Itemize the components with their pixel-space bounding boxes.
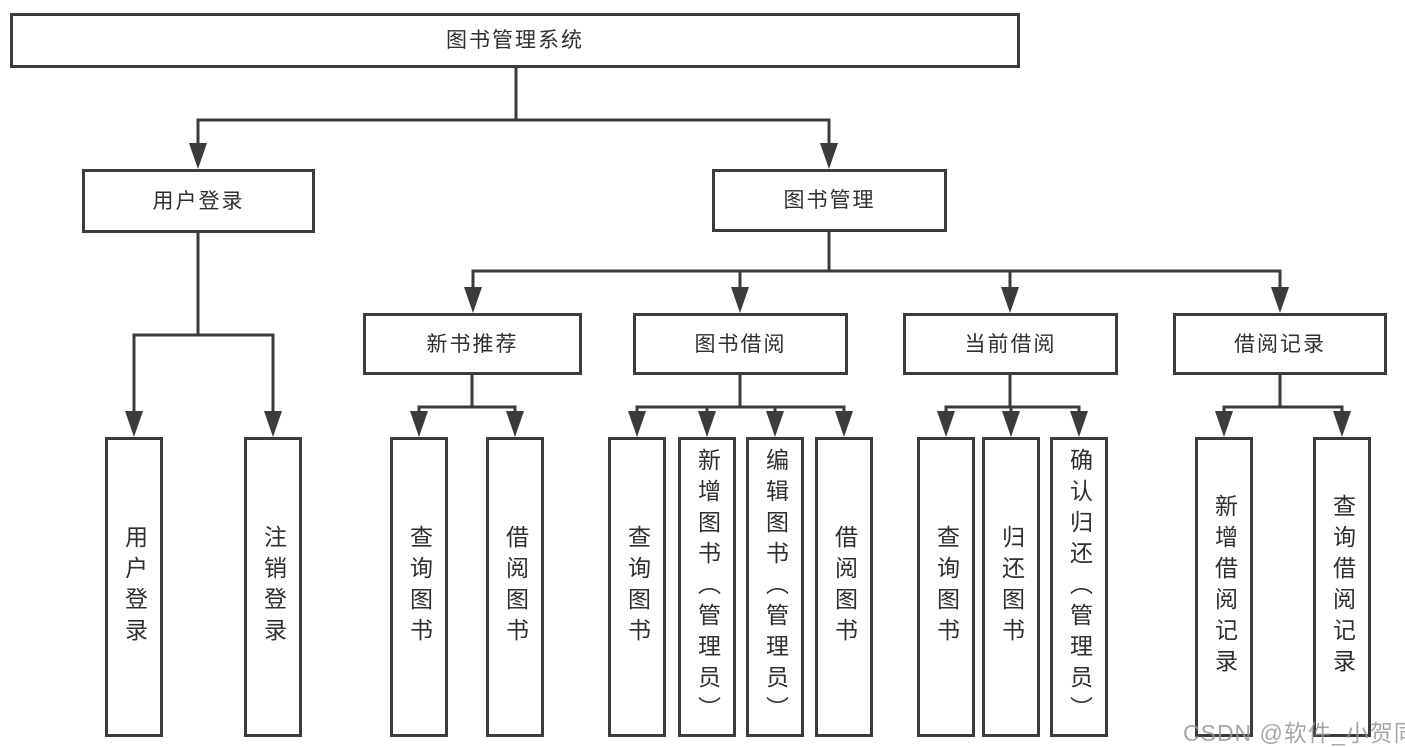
leaf-borrow-books-recommend: 借阅图书 — [486, 437, 544, 737]
leaf-query-books-current: 查询图书 — [917, 437, 975, 737]
leaf-label: 查询图书 — [406, 525, 433, 649]
node-label: 新书推荐 — [426, 332, 519, 356]
arrow-down-icon — [189, 143, 207, 169]
arrow-down-icon — [464, 287, 482, 313]
arrow-down-icon — [125, 411, 143, 437]
arrow-down-icon — [820, 143, 838, 169]
leaf-borrow-books-borrowing: 借阅图书 — [815, 437, 873, 737]
arrow-down-icon — [264, 411, 282, 437]
arrow-down-icon — [937, 411, 955, 437]
node-current-borrowing: 当前借阅 — [903, 313, 1118, 375]
arrow-down-icon — [766, 411, 784, 437]
arrow-down-icon — [628, 411, 646, 437]
leaf-label: 查询借阅记录 — [1329, 494, 1356, 680]
leaf-add-book-admin: 新增图书（管理员） — [678, 437, 736, 737]
node-label: 借阅记录 — [1234, 332, 1326, 356]
leaf-edit-book-admin: 编辑图书（管理员） — [746, 437, 804, 737]
node-label: 图书管理 — [783, 189, 876, 212]
leaf-label: 用户登录 — [121, 525, 148, 649]
node-borrowing-records: 借阅记录 — [1173, 313, 1387, 375]
arrow-down-icon — [1271, 287, 1289, 313]
leaf-user-login: 用户登录 — [105, 437, 163, 737]
node-library-management-system: 图书管理系统 — [10, 13, 1020, 68]
arrow-down-icon — [698, 411, 716, 437]
node-book-management: 图书管理 — [712, 169, 947, 232]
leaf-label: 注销登录 — [260, 525, 287, 649]
arrow-down-icon — [410, 411, 428, 437]
leaf-add-borrow-record: 新增借阅记录 — [1195, 437, 1253, 737]
leaf-return-books: 归还图书 — [982, 437, 1040, 737]
node-new-book-recommendation: 新书推荐 — [363, 313, 582, 375]
node-book-borrowing: 图书借阅 — [633, 313, 848, 375]
leaf-label: 借阅图书 — [502, 525, 529, 649]
leaf-query-borrow-record: 查询借阅记录 — [1313, 437, 1371, 737]
node-user-login: 用户登录 — [82, 169, 315, 233]
leaf-label: 确认归还（管理员） — [1066, 447, 1093, 727]
node-label: 图书借阅 — [694, 332, 787, 356]
leaf-label: 归还图书 — [998, 525, 1025, 649]
arrow-down-icon — [1070, 411, 1088, 437]
arrow-down-icon — [731, 287, 749, 313]
leaf-label: 查询图书 — [624, 525, 651, 649]
node-label: 用户登录 — [152, 189, 245, 213]
leaf-label: 新增借阅记录 — [1211, 494, 1238, 680]
arrow-down-icon — [1001, 287, 1019, 313]
leaf-confirm-return-admin: 确认归还（管理员） — [1050, 437, 1108, 737]
node-label: 当前借阅 — [964, 332, 1057, 356]
arrow-down-icon — [835, 411, 853, 437]
csdn-watermark: CSDN @软件_小贺同学 — [1183, 720, 1405, 746]
arrow-down-icon — [506, 411, 524, 437]
leaf-label: 新增图书（管理员） — [694, 447, 721, 727]
leaf-label: 查询图书 — [933, 525, 960, 649]
leaf-logout: 注销登录 — [244, 437, 302, 737]
leaf-query-books-borrowing: 查询图书 — [608, 437, 666, 737]
leaf-label: 借阅图书 — [831, 525, 858, 649]
arrow-down-icon — [1215, 411, 1233, 437]
arrow-down-icon — [1333, 411, 1351, 437]
node-label: 图书管理系统 — [446, 29, 584, 52]
leaf-query-books-recommend: 查询图书 — [390, 437, 448, 737]
arrow-down-icon — [1002, 411, 1020, 437]
leaf-label: 编辑图书（管理员） — [762, 447, 789, 727]
